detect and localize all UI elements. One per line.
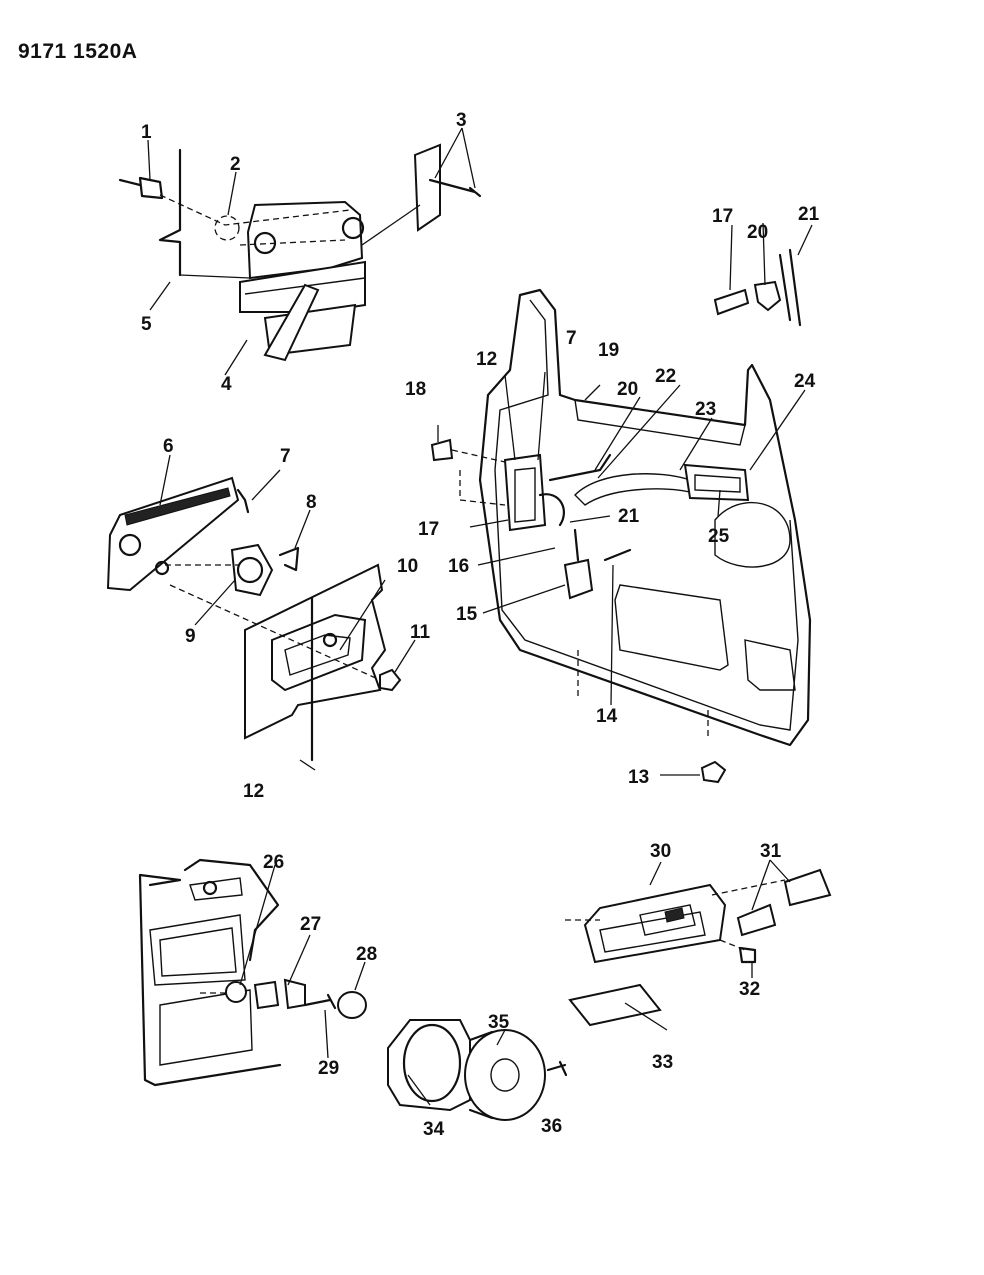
callout-18: 18 (405, 379, 426, 400)
callout-2: 2 (230, 154, 241, 175)
callout-7-door: 7 (566, 328, 577, 349)
callout-16: 16 (448, 556, 469, 577)
switch-bezel-assembly (565, 868, 832, 1031)
callout-19: 19 (598, 340, 619, 361)
linkage-detail (713, 248, 802, 327)
callout-13: 13 (628, 767, 649, 788)
callout-20-top: 20 (747, 222, 768, 243)
trim-panel-assembly (138, 858, 367, 1087)
document-id: 9171 1520A (18, 40, 138, 63)
callout-14: 14 (596, 706, 618, 727)
callout-22: 22 (655, 366, 676, 387)
callout-9: 9 (185, 626, 196, 647)
callout-20-door: 20 (617, 379, 638, 400)
callout-5: 5 (141, 314, 152, 335)
callout-15: 15 (456, 604, 478, 625)
callout-10: 10 (397, 556, 418, 577)
callout-17-door: 17 (418, 519, 439, 540)
callout-1: 1 (141, 122, 152, 143)
callout-32: 32 (739, 979, 760, 1000)
callout-27: 27 (300, 914, 321, 935)
callout-4: 4 (221, 374, 232, 395)
callout-12-lower: 12 (243, 781, 264, 802)
callout-7: 7 (280, 446, 291, 467)
callout-12-upper: 12 (476, 349, 497, 370)
speaker-assembly (387, 1019, 568, 1121)
callout-34: 34 (423, 1119, 445, 1140)
callout-36: 36 (541, 1116, 562, 1137)
callout-23: 23 (695, 399, 716, 420)
callout-21-door: 21 (618, 506, 640, 527)
callout-31: 31 (760, 841, 782, 862)
callout-11: 11 (410, 622, 431, 643)
inside-handle-assembly (106, 476, 402, 771)
callout-35: 35 (488, 1012, 510, 1033)
callout-33: 33 (652, 1052, 673, 1073)
door-assembly (430, 288, 812, 784)
leader-lines (147, 127, 813, 1059)
callout-30: 30 (650, 841, 671, 862)
callout-17-top: 17 (712, 206, 733, 227)
callout-28: 28 (356, 944, 377, 965)
callout-8: 8 (306, 492, 317, 513)
hinge-assembly (118, 143, 482, 362)
callout-6: 6 (163, 436, 174, 457)
callout-3: 3 (456, 110, 467, 131)
callout-26: 26 (263, 852, 284, 873)
callout-labels: 1 2 3 5 4 6 7 8 10 11 9 12 17 20 21 12 7… (141, 110, 820, 1140)
callout-21-top: 21 (798, 204, 820, 225)
callout-25: 25 (708, 526, 730, 547)
callout-24: 24 (794, 371, 816, 392)
callout-29: 29 (318, 1058, 339, 1079)
